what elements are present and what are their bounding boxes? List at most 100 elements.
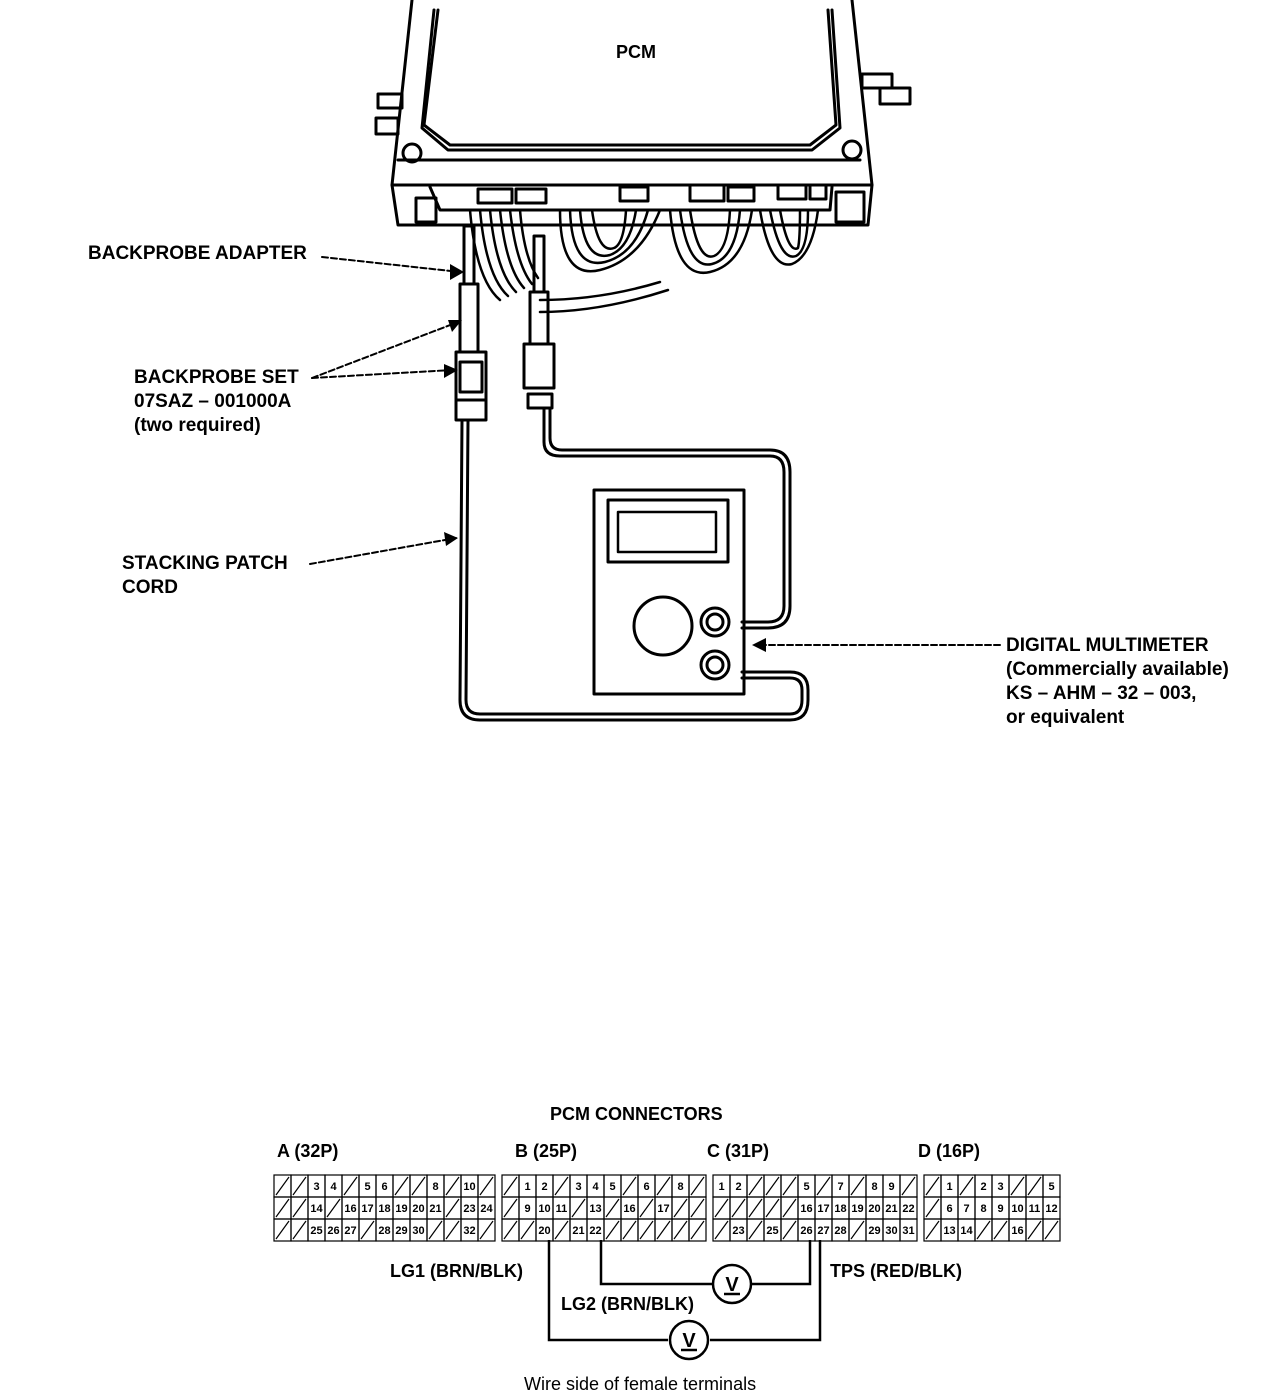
terminal-number: 17 <box>817 1203 829 1215</box>
terminal-number: 9 <box>997 1203 1003 1215</box>
terminal-number: 21 <box>885 1203 897 1215</box>
terminal-number: 10 <box>463 1181 475 1193</box>
unused-terminal-slash <box>782 1198 797 1218</box>
connector-a-header: A (32P) <box>277 1141 339 1161</box>
unused-terminal-slash <box>1027 1176 1042 1196</box>
terminal-number: 32 <box>463 1225 475 1237</box>
backprobe-left <box>454 224 810 722</box>
terminal-number: 7 <box>963 1203 969 1215</box>
terminal-number: 7 <box>837 1181 843 1193</box>
arrow-heads <box>444 264 766 652</box>
terminal-number: 14 <box>310 1203 323 1215</box>
terminal-number: 23 <box>732 1225 744 1237</box>
digital-multimeter <box>592 488 746 696</box>
terminal-number: 3 <box>575 1181 581 1193</box>
terminal-number: 13 <box>589 1203 601 1215</box>
connectors-title: PCM CONNECTORS <box>550 1104 723 1124</box>
unused-terminal-slash <box>925 1198 940 1218</box>
terminal-number: 21 <box>429 1203 441 1215</box>
lg2-label: LG2 (BRN/BLK) <box>561 1294 694 1314</box>
terminal-number: 18 <box>378 1203 390 1215</box>
unused-terminal-slash <box>479 1176 494 1196</box>
unused-terminal-slash <box>622 1220 637 1240</box>
terminal-number: 11 <box>1029 1203 1041 1215</box>
unused-terminal-slash <box>605 1220 620 1240</box>
terminal-number: 22 <box>589 1225 601 1237</box>
unused-terminal-slash <box>765 1198 780 1218</box>
unused-terminal-slash <box>605 1198 620 1218</box>
unused-terminal-slash <box>816 1176 831 1196</box>
pcm-label: PCM <box>616 42 656 62</box>
unused-terminal-slash <box>343 1176 358 1196</box>
connector-b-header: B (25P) <box>515 1141 578 1161</box>
connector-d-header: D (16P) <box>918 1141 981 1161</box>
terminal-number: 18 <box>834 1203 846 1215</box>
voltmeter-1-label: V <box>725 1274 739 1296</box>
terminal-number: 27 <box>344 1225 356 1237</box>
terminal-number: 4 <box>330 1181 337 1193</box>
backprobe-adapter-label: BACKPROBE ADAPTER <box>88 243 307 264</box>
unused-terminal-slash <box>445 1220 460 1240</box>
terminal-number: 8 <box>432 1181 438 1193</box>
terminal-number: 16 <box>1011 1225 1023 1237</box>
terminal-number: 16 <box>800 1203 812 1215</box>
terminal-number: 2 <box>980 1181 986 1193</box>
terminal-number: 8 <box>677 1181 683 1193</box>
terminal-number: 29 <box>868 1225 880 1237</box>
terminal-number: 26 <box>800 1225 812 1237</box>
unused-terminal-slash <box>503 1220 518 1240</box>
unused-terminal-slash <box>850 1176 865 1196</box>
terminal-number: 1 <box>946 1181 952 1193</box>
terminal-number: 9 <box>888 1181 894 1193</box>
terminal-number: 1 <box>718 1181 724 1193</box>
unused-terminal-slash <box>275 1220 290 1240</box>
terminal-number: 8 <box>980 1203 986 1215</box>
terminal-number: 6 <box>946 1203 952 1215</box>
footer-caption: Wire side of female terminals <box>524 1374 757 1394</box>
voltmeter-symbol-1 <box>711 1263 753 1305</box>
unused-terminal-slash <box>731 1198 746 1218</box>
terminal-number: 22 <box>902 1203 914 1215</box>
unused-terminal-slash <box>360 1220 375 1240</box>
connector-cell <box>899 1218 918 1242</box>
unused-terminal-slash <box>292 1176 307 1196</box>
terminal-number: 24 <box>480 1203 493 1215</box>
unused-terminal-slash <box>714 1198 729 1218</box>
terminal-number: 20 <box>538 1225 550 1237</box>
stacking-patch-cord-label: STACKING PATCH CORD <box>122 553 288 598</box>
terminal-number: 16 <box>344 1203 356 1215</box>
unused-terminal-slash <box>394 1176 409 1196</box>
connector-cell <box>1042 1218 1061 1242</box>
terminal-number: 2 <box>541 1181 547 1193</box>
terminal-number: 30 <box>412 1225 424 1237</box>
unused-terminal-slash <box>959 1176 974 1196</box>
terminal-number: 1 <box>524 1181 530 1193</box>
unused-terminal-slash <box>639 1220 654 1240</box>
terminal-number: 5 <box>609 1181 615 1193</box>
unused-terminal-slash <box>554 1220 569 1240</box>
unused-terminal-slash <box>1010 1176 1025 1196</box>
leader-lines <box>309 256 1001 646</box>
unused-terminal-slash <box>850 1220 865 1240</box>
terminal-number: 3 <box>313 1181 319 1193</box>
connector-c-header: C (31P) <box>707 1141 770 1161</box>
unused-terminal-slash <box>411 1176 426 1196</box>
digital-multimeter-label: DIGITAL MULTIMETER (Commercially availab… <box>1006 635 1229 728</box>
terminal-number: 6 <box>643 1181 649 1193</box>
unused-terminal-slash <box>292 1220 307 1240</box>
unused-terminal-slash <box>782 1176 797 1196</box>
unused-terminal-slash <box>520 1220 535 1240</box>
terminal-number: 16 <box>623 1203 635 1215</box>
lg1-label: LG1 (BRN/BLK) <box>390 1261 523 1281</box>
terminal-number: 25 <box>766 1225 778 1237</box>
terminal-number: 20 <box>412 1203 424 1215</box>
unused-terminal-slash <box>445 1176 460 1196</box>
unused-terminal-slash <box>445 1198 460 1218</box>
measurement-wiring <box>547 1240 822 1361</box>
unused-terminal-slash <box>1044 1220 1059 1240</box>
unused-terminal-slash <box>748 1220 763 1240</box>
unused-terminal-slash <box>503 1176 518 1196</box>
terminal-number: 17 <box>361 1203 373 1215</box>
